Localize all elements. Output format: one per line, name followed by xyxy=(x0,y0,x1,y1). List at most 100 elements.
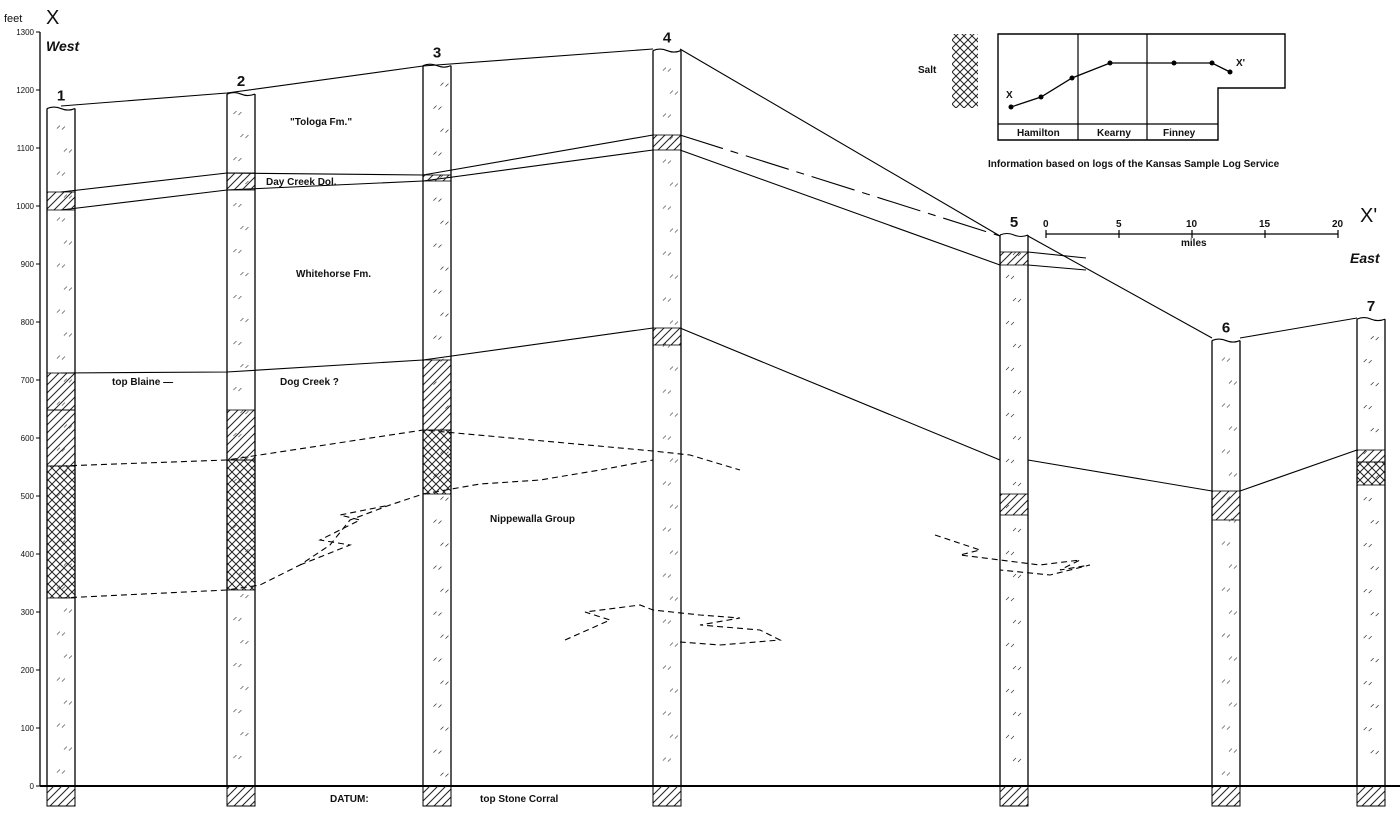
well-2: 2 xyxy=(226,73,256,807)
lithology-mark xyxy=(1012,251,1022,257)
well-base xyxy=(652,785,682,807)
lithology-mark xyxy=(1370,657,1379,663)
axis-tick-label: 500 xyxy=(21,492,35,501)
lithology-mark xyxy=(1221,587,1231,592)
lithology-mark xyxy=(1012,757,1022,763)
tongue-5 xyxy=(934,534,1091,576)
lithology-mark xyxy=(662,527,672,532)
axis-tick-label: 1200 xyxy=(16,86,34,95)
county-kearny: Kearny xyxy=(1097,128,1131,139)
lithology-mark xyxy=(1012,527,1022,533)
lithology-mark xyxy=(1363,404,1372,410)
lithology-mark xyxy=(1370,335,1379,341)
lithology-mark xyxy=(1012,573,1022,579)
lithology-mark xyxy=(56,355,66,360)
lithology-mark xyxy=(56,631,66,636)
lithology-mark xyxy=(1370,565,1379,571)
well-number: 6 xyxy=(1222,320,1230,337)
top-line-east3 xyxy=(1239,317,1358,339)
lithology-mark xyxy=(669,320,679,325)
well-number: 1 xyxy=(57,88,65,105)
lithology-mark xyxy=(63,516,73,521)
axis-tick-label: 1000 xyxy=(16,202,34,211)
lithology-mark xyxy=(440,680,449,685)
lithology-band xyxy=(422,359,452,431)
lithology-mark xyxy=(662,251,672,256)
lithology-mark xyxy=(662,435,672,440)
lithology-mark xyxy=(1005,412,1015,418)
lithology-mark xyxy=(662,67,672,72)
top-line-east2 xyxy=(1027,235,1213,339)
lithology-mark xyxy=(240,363,249,369)
well-base xyxy=(46,785,76,807)
lithology-band xyxy=(226,409,256,461)
section-start-label: X xyxy=(46,7,59,29)
lithology-mark xyxy=(1363,726,1372,732)
lithology-mark xyxy=(56,263,66,268)
lithology-mark xyxy=(1012,343,1022,349)
lithology-mark xyxy=(440,220,449,225)
lithology-mark xyxy=(233,570,242,576)
scale-tick-0: 0 xyxy=(1043,219,1049,230)
lithology-mark xyxy=(440,450,449,455)
lithology-mark xyxy=(56,217,66,222)
lithology-mark xyxy=(1363,542,1372,548)
lithology-mark xyxy=(662,619,672,624)
axis-tick-label: 0 xyxy=(30,782,35,791)
lithology-mark xyxy=(1228,380,1238,385)
lithology-mark xyxy=(1005,320,1015,326)
lithology-mark xyxy=(63,194,73,199)
lithology-mark xyxy=(662,205,672,210)
lithology-mark xyxy=(1005,458,1015,464)
well-top-break xyxy=(1356,317,1386,322)
well-number: 4 xyxy=(663,30,672,47)
lithology-mark xyxy=(1221,357,1231,362)
lithology-mark xyxy=(240,685,249,691)
whitehorse-top-west xyxy=(422,134,654,176)
lithology-mark xyxy=(63,332,73,337)
top-line xyxy=(60,48,654,107)
lithology-mark xyxy=(233,662,242,668)
lithology-mark xyxy=(1221,771,1231,776)
well-top-break xyxy=(422,63,452,68)
lithology-mark xyxy=(233,386,242,392)
depth-axis: feet X West 1300120011001000900800700600… xyxy=(4,7,81,791)
lithology-band xyxy=(1356,449,1386,463)
lithology-mark xyxy=(1228,748,1238,753)
top-blaine-label: top Blaine — xyxy=(112,377,173,388)
index-profile-line xyxy=(1010,62,1231,108)
section-end-label: X' xyxy=(1360,205,1377,227)
lithology-mark xyxy=(1012,481,1022,487)
lithology-mark xyxy=(233,432,242,438)
lithology-mark xyxy=(63,378,73,383)
lithology-band xyxy=(422,429,452,495)
lithology-mark xyxy=(1005,688,1015,694)
well-base xyxy=(226,785,256,807)
lithology-mark xyxy=(56,309,66,314)
lithology-mark xyxy=(662,665,672,670)
top-line-east xyxy=(679,48,1001,237)
lithology-mark xyxy=(1228,656,1238,661)
axis-tick-label: 600 xyxy=(21,434,35,443)
well-3: 3 xyxy=(422,45,452,807)
lithology-band xyxy=(1356,461,1386,486)
lithology-mark xyxy=(240,317,249,323)
lithology-mark xyxy=(669,550,679,555)
lithology-mark xyxy=(433,335,442,340)
well-number: 7 xyxy=(1367,298,1375,315)
lithology-mark xyxy=(1228,702,1238,707)
lithology-mark xyxy=(63,470,73,475)
lithology-mark xyxy=(440,726,449,731)
lithology-mark xyxy=(56,677,66,682)
scale-tick-5: 5 xyxy=(1116,219,1122,230)
lithology-mark xyxy=(56,401,66,406)
lithology-mark xyxy=(669,274,679,279)
lithology-mark xyxy=(662,757,672,762)
lithology-mark xyxy=(669,412,679,417)
scale-unit: miles xyxy=(1181,238,1207,249)
lithology-mark xyxy=(440,404,449,409)
lithology-mark xyxy=(1221,541,1231,546)
lithology-mark xyxy=(1221,449,1231,454)
source-note: Information based on logs of the Kansas … xyxy=(988,159,1280,170)
